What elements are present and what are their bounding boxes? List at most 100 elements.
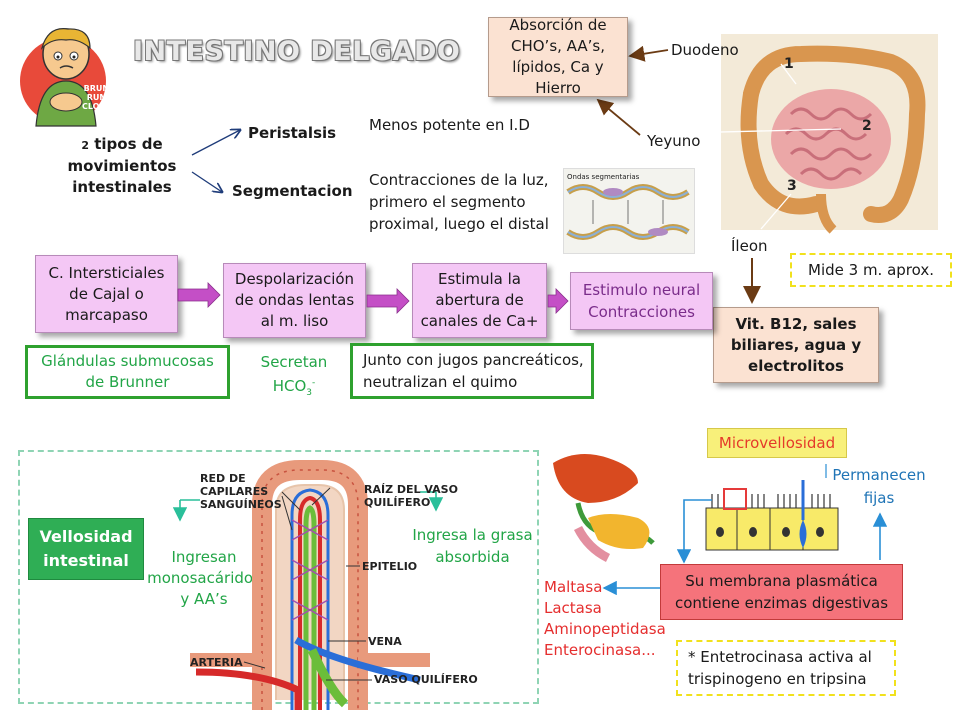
secretan-line1: Secretan: [260, 353, 328, 371]
page-title: INTESTINO DELGADO: [133, 36, 461, 67]
cajal-line1: C. Intersticiales: [48, 263, 165, 282]
absorption-line3: lípidos, Ca y Hierro: [512, 58, 604, 97]
cajal-line3: marcapaso: [65, 305, 148, 324]
villus-title-line2: intestinal: [43, 551, 129, 570]
hco3-superscript: -: [312, 378, 316, 388]
movements-heading: 2 tipos de movimientos intestinales: [52, 134, 192, 198]
length-note: Mide 3 m. aprox.: [790, 253, 952, 287]
pancreas-line1: Junto con jugos pancreáticos,: [363, 351, 584, 369]
lacteal-vessel-label: VASO QUILÍFERO: [374, 673, 478, 686]
mono-line2: monosacáridos: [147, 569, 261, 587]
segmentation-desc-line3: proximal, luego el distal: [369, 215, 549, 233]
movements-heading-line2: movimientos: [67, 157, 177, 175]
enzyme-lactasa: Lactasa: [544, 599, 602, 617]
liver-pancreas-illustration: [553, 454, 655, 563]
depol-line1: Despolarización: [234, 270, 355, 288]
fat-absorbed-text: Ingresa la grasa absorbida: [410, 524, 535, 568]
monosaccharides-text: Ingresan monosacáridos y AA’s: [144, 547, 264, 610]
ileon-absorbs-line1: Vit. B12, sales: [735, 314, 857, 333]
microvilli-highlight: [723, 488, 747, 510]
segmentation-desc-line1: Contracciones de la luz,: [369, 171, 549, 189]
movements-heading-line3: intestinales: [72, 178, 172, 196]
hco3-subscript: 3: [306, 388, 313, 398]
microvilli-title: Microvellosidad: [707, 428, 847, 458]
cartoon-child-illustration: [20, 28, 106, 127]
cajal-box: C. Intersticiales de Cajal o marcapaso: [35, 255, 178, 333]
ileon-absorption-box: Vit. B12, sales biliares, agua y electro…: [713, 307, 879, 383]
yeyuno-number: 2: [862, 118, 872, 134]
brunner-glands-box: Glándulas submucosas de Brunner: [25, 345, 230, 399]
lacteal-root-line1: RAÍZ DEL VASO: [364, 483, 458, 496]
villus-title-box: Vellosidad intestinal: [28, 518, 144, 580]
ca-line2: abertura de: [435, 291, 524, 309]
flow-arrow-1: [177, 282, 221, 308]
pancreas-line2: neutralizan el quimo: [363, 373, 518, 391]
cartoon-sound-text: BRUM RUM CLORCK: [82, 84, 118, 111]
absorption-box: Absorción de CHO’s, AA’s, lípidos, Ca y …: [488, 16, 628, 97]
flow-arrow-2: [366, 288, 410, 314]
neural-line2: Contracciones: [588, 303, 695, 321]
depol-line3: al m. liso: [260, 312, 329, 330]
membrane-line1: Su membrana plasmática: [685, 572, 878, 590]
note-line1: * Entetrocinasa activa al: [688, 648, 872, 666]
brunner-line2: de Brunner: [85, 373, 170, 391]
mono-line3: y AA’s: [180, 590, 228, 608]
calcium-channels-box: Estimula la abertura de canales de Ca+: [412, 263, 547, 338]
duodeno-label: Duodeno: [671, 41, 739, 59]
fixed-line1: Permanecen: [832, 466, 926, 484]
ileon-number: 3: [787, 178, 797, 194]
segmentation-waves-drawing: [566, 184, 690, 240]
pancreatic-juice-box: Junto con jugos pancreáticos, neutraliza…: [350, 343, 594, 399]
villus-title-line1: Vellosidad: [39, 527, 133, 546]
absorption-line1: Absorción de: [509, 16, 607, 34]
fixed-text: Permanecen fijas: [827, 464, 931, 510]
segmentation-desc-line2: primero el segmento: [369, 193, 526, 211]
enzyme-aminopeptidasa: Aminopeptidasa: [544, 620, 666, 638]
neural-stimulus-box: Estimulo neural Contracciones: [570, 272, 713, 330]
ileon-absorbs-line3: electrolitos: [748, 356, 844, 375]
intestine-illustration: [640, 45, 926, 234]
membrane-enzymes-box: Su membrana plasmática contiene enzimas …: [660, 564, 903, 620]
neural-line1: Estimulo neural: [582, 281, 701, 299]
enzyme-enterocinasa: Enterocinasa...: [544, 641, 656, 659]
cajal-line2: de Cajal o: [69, 284, 144, 303]
secretan-text: Secretan HCO3-: [252, 352, 336, 404]
enzyme-maltasa: Maltasa: [544, 578, 603, 596]
depolarization-box: Despolarización de ondas lentas al m. li…: [223, 263, 366, 338]
flow-arrow-3: [547, 288, 569, 314]
fixed-line2: fijas: [863, 489, 895, 507]
peristalsis-description: Menos potente en I.D: [369, 116, 530, 134]
depol-line2: de ondas lentas: [234, 291, 355, 309]
absorption-line2: CHO’s, AA’s,: [511, 37, 605, 55]
yeyuno-label: Yeyuno: [647, 132, 701, 150]
lacteal-root-label: RAÍZ DEL VASO QUILÍFERO: [364, 483, 458, 509]
capillary-line3: SANGUÍNEOS: [200, 498, 282, 511]
epithelium-label: EPITELIO: [362, 560, 418, 573]
ca-line1: Estimula la: [438, 270, 521, 288]
hco3-text: HCO: [272, 377, 307, 395]
segmentation-waves-caption: Ondas segmentarias: [567, 173, 640, 181]
ileon-absorbs-line2: biliares, agua y: [730, 335, 862, 354]
mono-line1: Ingresan: [171, 548, 237, 566]
movements-heading-line1: tipos de: [94, 135, 163, 153]
fat-line2: absorbida: [435, 548, 510, 566]
capillary-line1: RED DE: [200, 472, 246, 485]
ca-line3: canales de Ca+: [420, 312, 539, 330]
brunner-line1: Glándulas submucosas: [41, 352, 214, 370]
capillary-line2: CAPILARES: [200, 485, 269, 498]
enterokinase-note: * Entetrocinasa activa al trispinogeno e…: [676, 640, 896, 696]
membrane-line2: contiene enzimas digestivas: [674, 594, 889, 612]
movements-heading-number: 2: [81, 139, 89, 152]
capillary-network-label: RED DE CAPILARES SANGUÍNEOS: [200, 472, 282, 511]
peristalsis-label: Peristalsis: [248, 124, 337, 142]
note-line2: trispinogeno en tripsina: [688, 670, 867, 688]
fat-line1: Ingresa la grasa: [412, 526, 533, 544]
vein-label: VENA: [368, 635, 402, 648]
duodeno-number: 1: [784, 56, 794, 72]
segmentation-label: Segmentacion: [232, 182, 353, 200]
villus-panel: [18, 450, 539, 704]
